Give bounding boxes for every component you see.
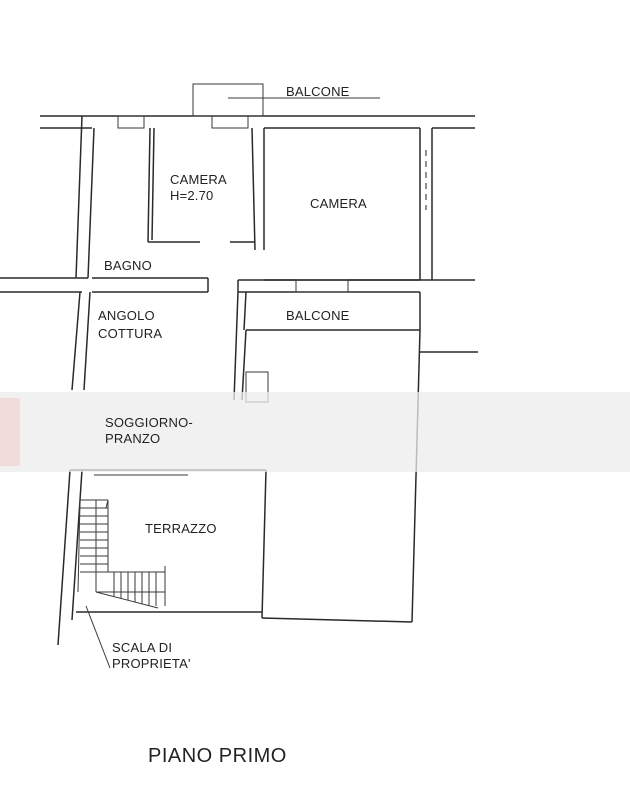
left-wall <box>0 115 95 646</box>
middle-walls <box>233 279 478 403</box>
room-camera-large <box>264 127 475 281</box>
stairs <box>77 499 166 609</box>
scala-pointer-line <box>85 605 111 669</box>
room-bagno <box>92 277 209 293</box>
label-camera-small-2: H=2.70 <box>170 188 213 203</box>
label-terrazzo: TERRAZZO <box>145 521 217 536</box>
label-camera-small-1: CAMERA <box>170 172 227 187</box>
label-soggiorno-1: SOGGIORNO- <box>105 415 193 430</box>
label-camera-large: CAMERA <box>310 196 367 211</box>
upper-wall-band <box>40 83 475 129</box>
label-soggiorno-2: PRANZO <box>105 431 160 446</box>
label-angolo-1: ANGOLO <box>98 308 155 323</box>
page-title: PIANO PRIMO <box>148 745 287 767</box>
label-scala-1: SCALA DI <box>112 640 172 655</box>
label-scala-2: PROPRIETA' <box>112 656 191 671</box>
right-walls <box>261 329 421 623</box>
watermark-band <box>0 392 630 472</box>
room-camera-small <box>147 127 265 251</box>
label-angolo-2: COTTURA <box>98 326 162 341</box>
terrazzo-area <box>70 469 413 623</box>
label-balcone-mid: BALCONE <box>286 308 350 323</box>
label-balcone-top: BALCONE <box>286 84 350 99</box>
label-bagno: BAGNO <box>104 258 152 273</box>
